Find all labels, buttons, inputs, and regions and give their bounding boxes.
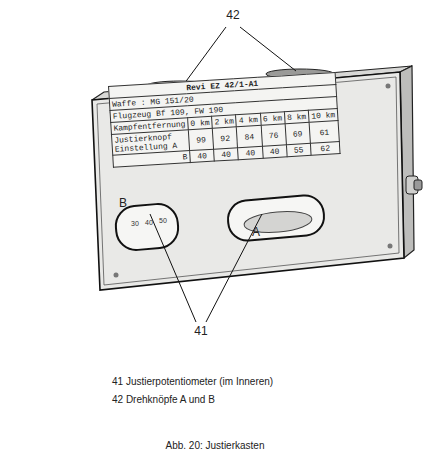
table-text: 2 km — [214, 116, 234, 126]
table-text: Kampfentfernung — [113, 119, 185, 132]
table-text: 55 — [289, 145, 309, 155]
table-cell: 40 — [238, 146, 263, 159]
table-text: 92 — [215, 133, 235, 143]
callout-number: 42 — [226, 8, 239, 22]
table-text: 40 — [241, 148, 261, 158]
knob-letter: A — [252, 225, 260, 239]
table-cell: 40 — [214, 148, 239, 161]
legend-entry: 41 Justierpotentiometer (im Inneren) — [112, 376, 273, 387]
table-cell: 99 — [188, 128, 213, 150]
table-text: 8 km — [287, 112, 307, 122]
table-cell: 76 — [261, 124, 286, 146]
leader-line — [206, 214, 262, 322]
screw — [386, 84, 391, 89]
table-text: 4 km — [239, 115, 259, 125]
screw — [114, 273, 119, 278]
leader-line — [150, 214, 196, 322]
dial-mark: 30 — [131, 220, 139, 227]
knob-window-a — [226, 194, 325, 242]
table-text: Revi EZ 42/1-A1 — [111, 74, 333, 97]
legend-entry: 42 Drehknöpfe A und B — [112, 394, 215, 405]
table-text: 69 — [288, 128, 308, 138]
dial-mark: 40 — [145, 219, 153, 226]
table-cell: Revi EZ 42/1-A1 — [109, 73, 336, 99]
table-text: 10 km — [311, 110, 336, 120]
table-cell: 92 — [212, 127, 237, 149]
table-text: 84 — [240, 131, 260, 141]
table-cell: 84 — [237, 125, 262, 147]
front-panel — [92, 72, 404, 290]
table-text: 40 — [216, 149, 236, 159]
knob-letter: B — [119, 196, 127, 210]
table-text: B — [115, 152, 187, 165]
setting-table: Revi EZ 42/1-A1Waffe : MG 151/20Flugzeug… — [108, 72, 341, 168]
table-text: 99 — [191, 134, 211, 144]
table-text: 62 — [313, 143, 338, 153]
table-text: 0 km — [190, 118, 210, 128]
table-cell: Kampfentfernung — [111, 118, 189, 135]
table-text: 40 — [265, 146, 285, 156]
table-cell: 69 — [285, 122, 310, 144]
callout-number: 41 — [194, 324, 207, 338]
table-cell: 62 — [310, 141, 340, 155]
table-cell: 40 — [190, 149, 215, 162]
table-cell: 55 — [286, 143, 311, 156]
leader-line — [184, 27, 226, 84]
table-text: 6 km — [263, 113, 283, 123]
screw — [388, 244, 393, 249]
figure-caption: Abb. 20: Justierkasten — [166, 440, 265, 451]
table-text: 61 — [312, 127, 337, 137]
table-cell: 40 — [262, 145, 287, 158]
table-text: 40 — [192, 151, 212, 161]
table-text: 76 — [264, 130, 284, 140]
table-cell: 61 — [309, 121, 339, 144]
dial-mark: 50 — [159, 217, 167, 224]
side-knob-cap — [414, 180, 422, 190]
leader-line — [240, 27, 296, 71]
